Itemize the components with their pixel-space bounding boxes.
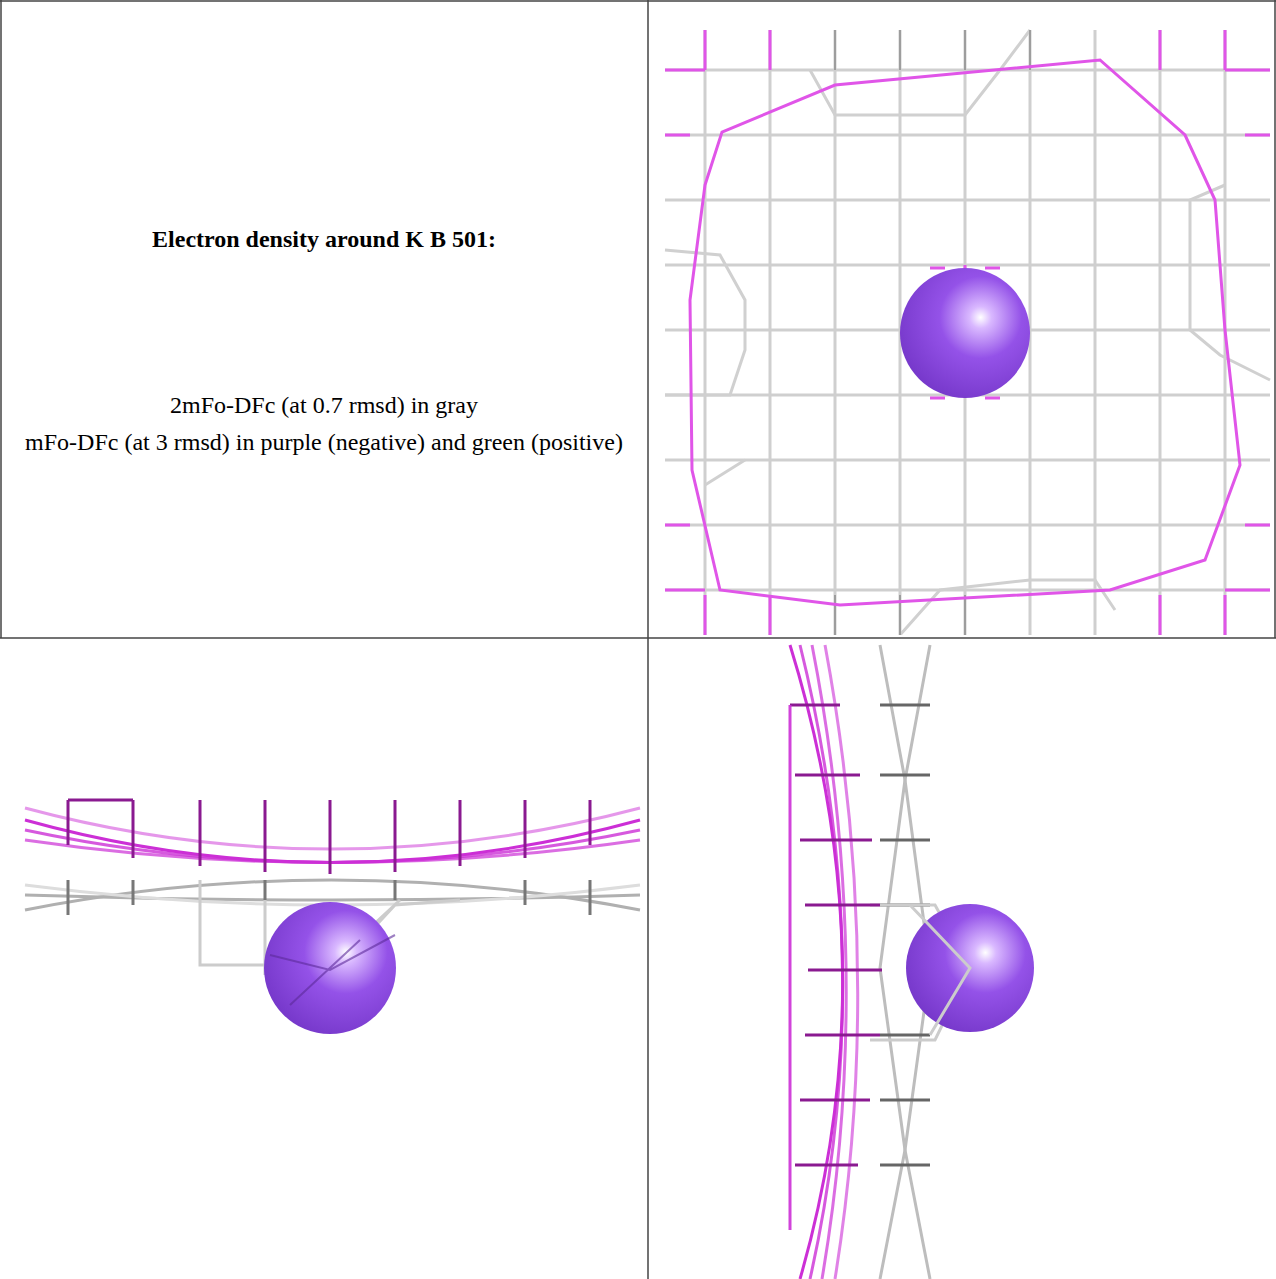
end-view [790, 645, 1034, 1279]
gray-mesh [665, 30, 1270, 635]
legend-note: 2mFo-DFc (at 0.7 rmsd) in gray [20, 390, 628, 421]
potassium-sphere [900, 268, 1030, 398]
legend-note: mFo-DFc (at 3 rmsd) in purple (negative)… [20, 427, 628, 458]
side-view [25, 790, 640, 1034]
panel-title: Electron density around K B 501: [20, 224, 628, 255]
negative-contour [665, 30, 1270, 635]
top-view [665, 30, 1270, 635]
negative-mesh [25, 790, 640, 874]
negative-mesh [790, 645, 882, 1279]
potassium-sphere [264, 902, 396, 1034]
